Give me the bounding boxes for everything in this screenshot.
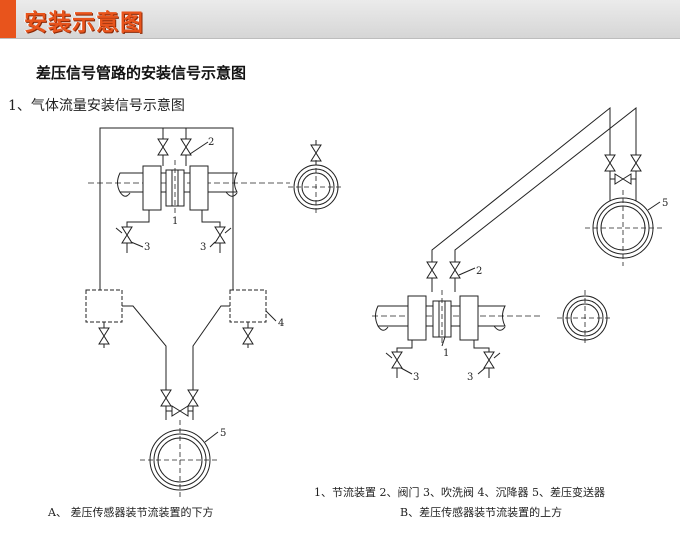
valve-top-right-a (180, 138, 192, 156)
balance-valve-b (614, 173, 632, 185)
flange-right-a (189, 165, 209, 211)
purge-valve-right-b (483, 351, 495, 369)
side-view-b (557, 290, 613, 346)
settler-right-a (229, 289, 267, 323)
valve-right-b (449, 261, 461, 279)
page-title: 安装示意图 (24, 10, 144, 36)
flange-right-b (459, 295, 479, 341)
header-bar: 安装示意图 (0, 0, 680, 39)
label-valve-a: 2 (208, 137, 214, 148)
label-orifice-a: 1 (172, 216, 178, 227)
section-subtitle: 差压信号管路的安装信号示意图 (36, 64, 247, 82)
valve-top-left-a (157, 138, 169, 156)
transmitter-a (140, 420, 220, 500)
valve-transmitter-left-a (160, 389, 172, 407)
label-purge-left-a: 3 (144, 242, 150, 253)
legend-text: 1、节流装置 2、阀门 3、吹洗阀 4、沉降器 5、差压变送器 (314, 486, 605, 499)
label-transmitter-b: 5 (662, 198, 668, 209)
diagram-a (85, 127, 344, 500)
label-orifice-b: 1 (443, 348, 449, 359)
purge-valve-right-a (214, 226, 226, 244)
label-purge-right-a: 3 (200, 242, 206, 253)
pipe-a (88, 172, 290, 197)
flange-left-a (142, 165, 162, 211)
drain-valve-right-a (242, 327, 254, 345)
flange-left-b (407, 295, 427, 341)
valve-upper-left-b (604, 154, 616, 172)
caption-a: A、 差压传感器装节流装置的下方 (48, 506, 214, 519)
header-accent (0, 0, 16, 38)
section-label: 1、气体流量安装信号示意图 (8, 98, 185, 114)
pipe-b (372, 305, 540, 331)
label-valve-b: 2 (476, 266, 482, 277)
settler-left-a (85, 289, 123, 323)
balance-valve-a (171, 405, 189, 417)
purge-valve-left-b (391, 351, 403, 369)
valve-upper-right-b (630, 154, 642, 172)
caption-b: B、差压传感器装节流装置的上方 (400, 506, 563, 519)
diagram-b (372, 106, 662, 378)
transmitter-b (585, 190, 662, 266)
label-settler-a: 4 (278, 318, 284, 329)
drain-valve-left-a (98, 327, 110, 345)
label-purge-left-b: 3 (413, 372, 419, 383)
side-view-a (288, 140, 344, 214)
label-transmitter-a: 5 (220, 428, 226, 439)
valve-left-b (426, 261, 438, 279)
valve-transmitter-right-a (187, 389, 199, 407)
label-purge-right-b: 3 (467, 372, 473, 383)
purge-valve-left-a (121, 226, 133, 244)
